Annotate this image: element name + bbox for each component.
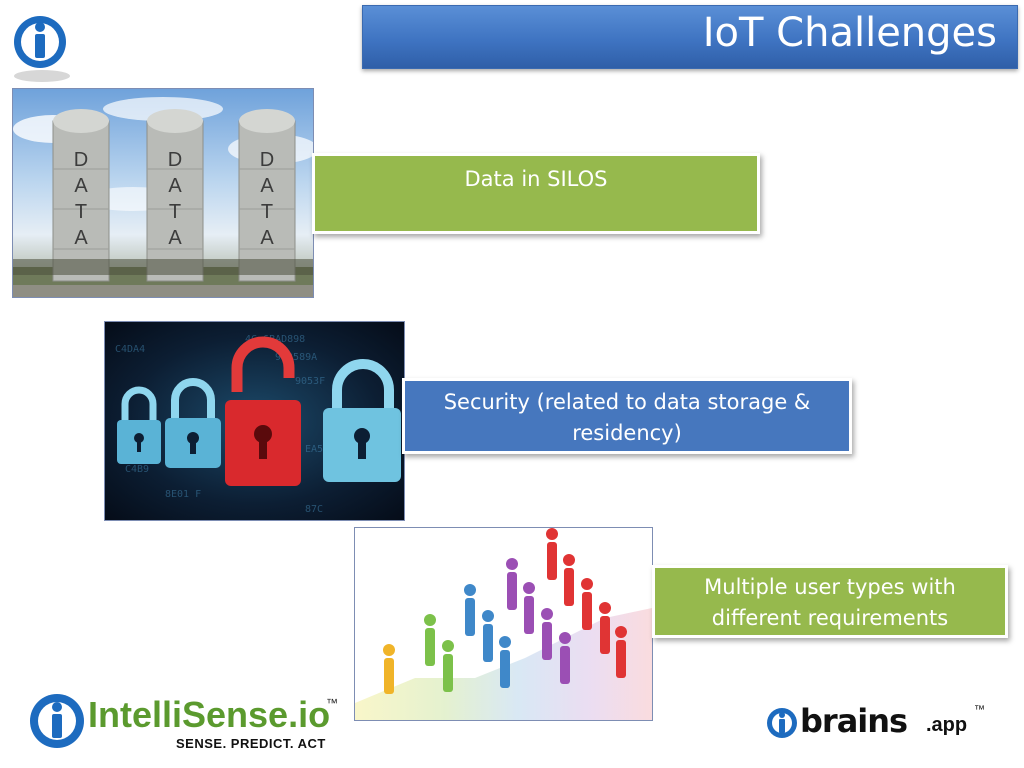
intellisense-tm: ™: [326, 696, 338, 710]
security-image: 4C 6BAD898 923589A C4DA4 9053F EA5125 C4…: [104, 321, 405, 521]
title-bar: IoT Challenges: [362, 5, 1018, 69]
silo-label-2: DATA: [167, 149, 183, 249]
svg-text:87C: 87C: [305, 504, 323, 515]
intellisense-mark-icon: [30, 694, 84, 748]
silo-label-3: DATA: [259, 149, 275, 249]
brains-app-logo: brains .app ™: [766, 702, 996, 748]
brains-tm: ™: [974, 704, 985, 716]
intellisense-footer-logo: IntelliSense.io ™ SENSE. PREDICT. ACT: [28, 692, 348, 756]
intellisense-wordmark: IntelliSense.io: [88, 694, 331, 735]
brains-app-suffix: .app: [926, 714, 968, 736]
brains-mark-icon: [767, 708, 797, 738]
svg-text:9053F: 9053F: [295, 376, 325, 387]
silo-label-1: DATA: [73, 149, 89, 249]
callout-security: Security (related to data storage & resi…: [402, 378, 852, 454]
silos-image: DATA DATA DATA: [12, 88, 314, 298]
svg-text:8E01 F: 8E01 F: [165, 489, 201, 500]
user-types-image: [354, 527, 653, 721]
intellisense-logo-icon: [10, 12, 74, 84]
callout-user-types-text: Multiple user types with different requi…: [704, 575, 956, 630]
callout-data-silos-text: Data in SILOS: [464, 167, 608, 191]
brains-wordmark: brains: [800, 702, 908, 740]
callout-data-silos: Data in SILOS: [312, 153, 760, 234]
callout-security-text: Security (related to data storage & resi…: [443, 390, 811, 445]
svg-text:C4DA4: C4DA4: [115, 344, 145, 355]
slide-title: IoT Challenges: [702, 10, 997, 56]
callout-user-types: Multiple user types with different requi…: [652, 565, 1008, 638]
svg-text:C4B9: C4B9: [125, 464, 149, 475]
svg-text:923589A: 923589A: [275, 352, 317, 363]
intellisense-tagline: SENSE. PREDICT. ACT: [176, 736, 326, 751]
